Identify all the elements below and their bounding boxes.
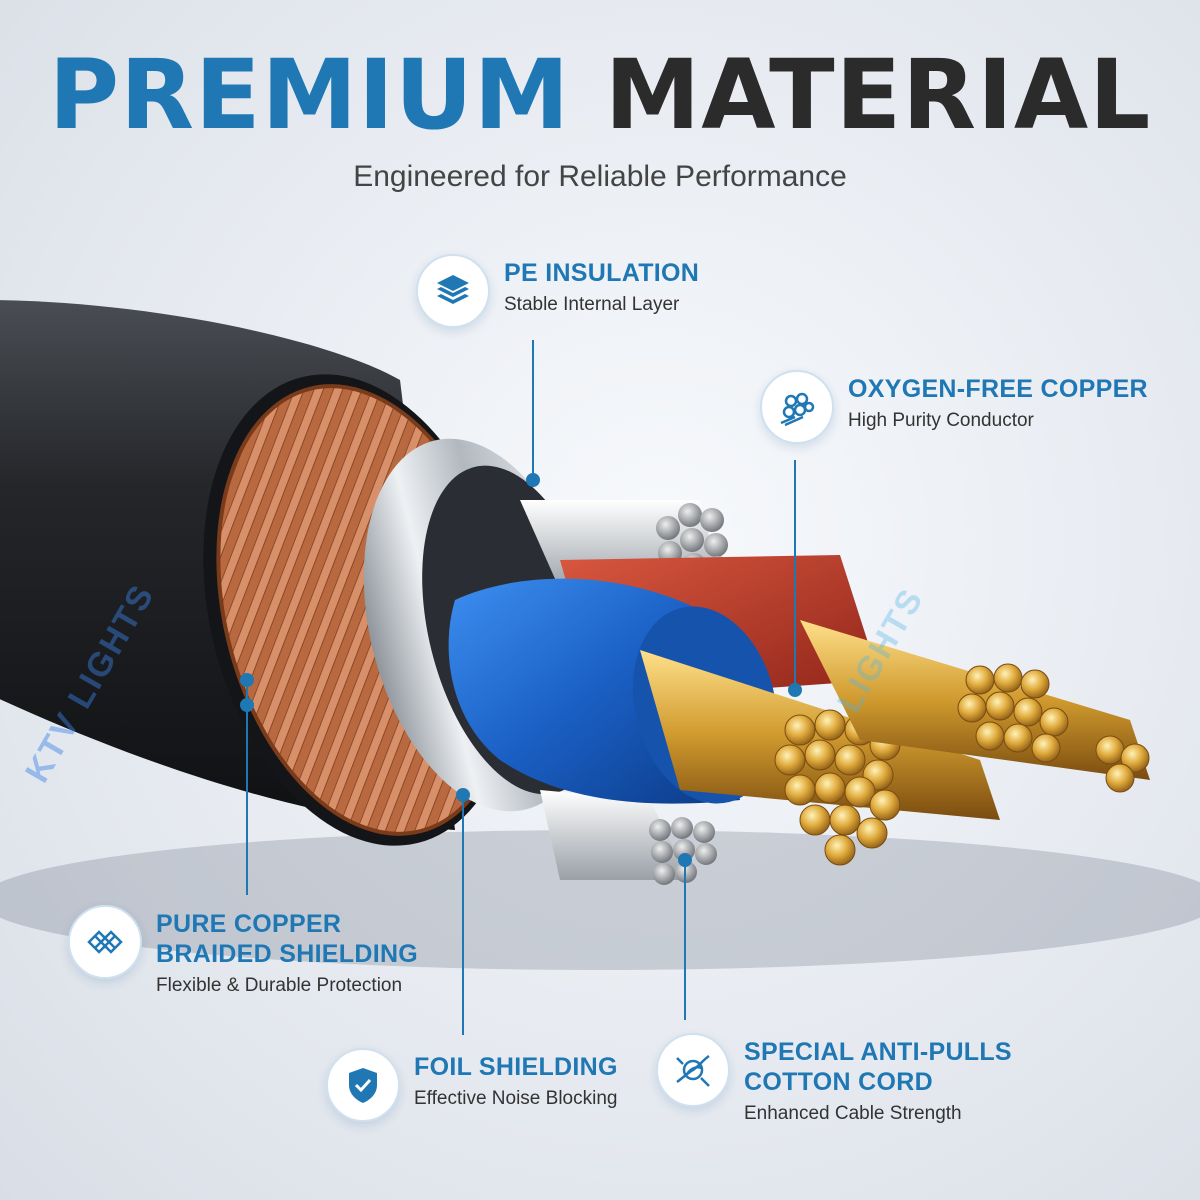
braid-icon (68, 905, 142, 979)
braided-shielding-title-2: BRAIDED SHIELDING (156, 940, 419, 968)
page-subtitle: Engineered for Reliable Performance (353, 160, 847, 193)
callout-foil-shielding: FOIL SHIELDING Effective Noise Blocking (326, 1048, 618, 1122)
title-premium: PREMIUM (48, 39, 571, 151)
cotton-cord-title-2: COTTON CORD (744, 1068, 933, 1096)
callout-pe-insulation: PE INSULATION Stable Internal Layer (416, 254, 699, 328)
foil-shielding-desc: Effective Noise Blocking (414, 1088, 618, 1109)
cotton-cord-desc: Enhanced Cable Strength (744, 1103, 962, 1124)
layers-icon (416, 254, 490, 328)
callout-braided-shielding: PURE COPPER BRAIDED SHIELDING Flexible &… (68, 905, 418, 1001)
leader-lines (240, 340, 802, 1035)
foil-shielding-title: FOIL SHIELDING (414, 1053, 618, 1081)
title-material: MATERIAL (604, 39, 1152, 151)
oxygen-free-copper-title: OXYGEN-FREE COPPER (848, 375, 1148, 403)
page-title: PREMIUM MATERIAL (0, 40, 1200, 150)
pe-insulation-desc: Stable Internal Layer (504, 294, 680, 315)
braided-shielding-title-1: PURE COPPER (156, 910, 342, 938)
floor-shadow (0, 830, 1200, 970)
shield-icon (326, 1048, 400, 1122)
gold-conductor-front (640, 650, 1000, 866)
braided-shielding-desc: Flexible & Durable Protection (156, 975, 403, 996)
callout-cotton-cord: SPECIAL ANTI-PULLS COTTON CORD Enhanced … (656, 1033, 1012, 1129)
strands-icon (760, 370, 834, 444)
cotton-cord-title-1: SPECIAL ANTI-PULLS (744, 1038, 1012, 1066)
knot-icon (656, 1033, 730, 1107)
gold-conductor-back (800, 620, 1150, 793)
pe-insulation-title: PE INSULATION (504, 259, 700, 287)
callout-oxygen-free-copper: OXYGEN-FREE COPPER High Purity Conductor (760, 370, 1148, 444)
oxygen-free-copper-desc: High Purity Conductor (848, 410, 1034, 431)
